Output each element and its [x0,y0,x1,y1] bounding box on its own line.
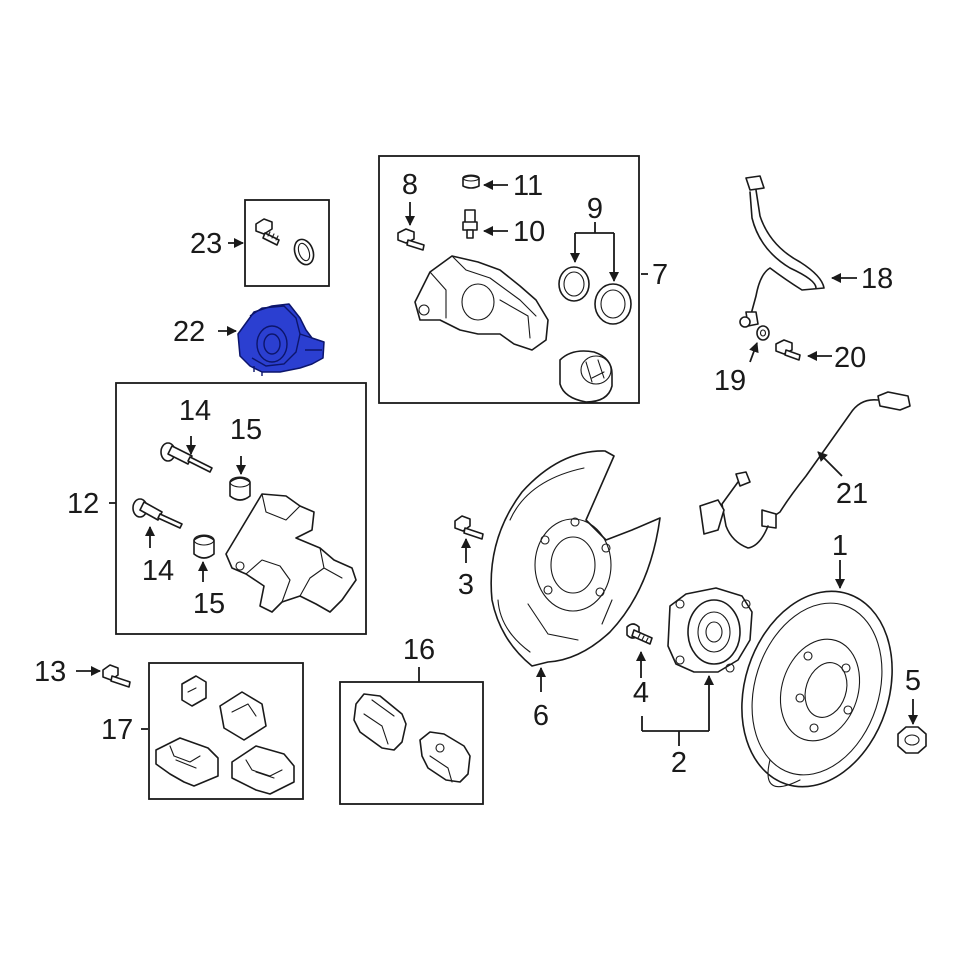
part-8-bolt[interactable] [397,228,425,251]
callout-14-upper: 14 [179,395,211,427]
callout-16: 16 [403,634,435,666]
part-17-clip-3[interactable] [155,737,219,787]
part-20-bolt[interactable] [775,339,801,361]
callout-9: 9 [587,193,603,225]
callout-22: 22 [173,316,205,348]
callout-21: 21 [836,478,868,510]
group-box-7 [378,155,640,404]
part-2-hub-bearing[interactable] [667,587,753,673]
part-10-bleeder-screw[interactable] [462,209,478,239]
part-17-clip-1[interactable] [181,675,207,707]
callout-15-lower: 15 [193,588,225,620]
callout-1: 1 [832,530,848,562]
part-caliper-bracket[interactable] [225,493,357,613]
part-16-pad-1[interactable] [353,693,407,751]
part-22-parking-brake-motor[interactable] [237,303,325,376]
callout-7: 7 [652,259,668,291]
callout-14-lower: 14 [142,555,174,587]
callout-23: 23 [190,228,222,260]
part-15-boot-lower[interactable] [193,534,215,559]
part-14-guide-pin-upper[interactable] [160,442,213,473]
callout-20: 20 [834,342,866,374]
callout-labels: 1 2 3 4 5 6 7 8 9 10 11 12 13 14 14 15 1… [34,169,921,779]
part-1-brake-rotor[interactable] [718,572,917,807]
callout-15-upper: 15 [230,414,262,446]
part-4-wheel-stud[interactable] [626,623,653,645]
part-piston[interactable] [559,350,613,403]
callout-10: 10 [513,216,545,248]
callout-2: 2 [671,747,687,779]
group-box-17 [148,662,304,800]
callout-4: 4 [633,677,649,709]
callout-18: 18 [861,263,893,295]
part-21-abs-sensor[interactable] [699,391,911,549]
part-5-lug-nut[interactable] [897,726,927,754]
callout-13: 13 [34,656,66,688]
part-9-seals[interactable] [558,266,632,325]
part-23-bolt-washer[interactable] [255,218,317,267]
part-3-bolt[interactable] [454,515,484,540]
callout-8: 8 [402,169,418,201]
part-19-washer[interactable] [756,325,770,341]
part-18-brake-hose[interactable] [739,175,825,328]
callout-11: 11 [513,170,543,202]
part-17-clip-4[interactable] [231,745,295,795]
callout-19: 19 [714,365,746,397]
group-box-12 [115,382,367,635]
part-caliper-housing[interactable] [414,255,549,351]
callout-6: 6 [533,700,549,732]
part-17-clip-2[interactable] [219,691,267,741]
part-15-boot-upper[interactable] [229,476,251,501]
part-16-pad-2[interactable] [419,731,471,783]
part-11-bleeder-cap[interactable] [462,174,480,189]
callout-5: 5 [905,665,921,697]
callout-17: 17 [101,714,133,746]
callout-12: 12 [67,488,99,520]
group-box-23 [244,199,330,287]
part-13-bolt[interactable] [102,664,131,688]
group-box-16 [339,681,484,805]
part-14-guide-pin-lower[interactable] [132,498,183,529]
part-6-dust-shield[interactable] [490,450,661,667]
callout-3: 3 [458,569,474,601]
